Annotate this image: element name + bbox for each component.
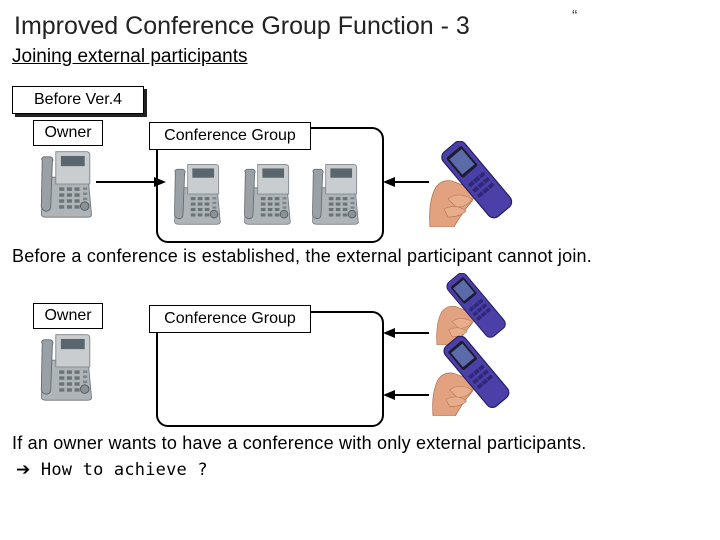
arrow-left-icon: [383, 176, 429, 188]
caption-before-version: Before a conference is established, the …: [12, 246, 702, 267]
desk-phone-icon: [238, 163, 296, 225]
arrow-left-icon: [383, 327, 429, 339]
owner-label-1: Owner: [33, 120, 103, 146]
arrow-left-icon: [383, 389, 429, 401]
question-text: How to achieve ?: [41, 460, 208, 480]
slide-title: Improved Conference Group Function - 3: [14, 12, 470, 41]
desk-phone-icon: [34, 150, 98, 218]
mobile-phone-icon: [428, 273, 518, 345]
mobile-phone-icon: [428, 141, 518, 227]
caption-owner-external: If an owner wants to have a conference w…: [12, 433, 717, 454]
desk-phone-icon: [168, 163, 226, 225]
desk-phone-icon: [34, 333, 98, 401]
conference-group-label-1: Conference Group: [149, 122, 311, 150]
owner-label-2: Owner: [33, 303, 103, 329]
slide-subtitle: Joining external participants: [12, 46, 248, 68]
conference-group-label-2: Conference Group: [149, 305, 311, 333]
quote-mark: “: [572, 8, 577, 26]
arrow-right-icon: ➔: [16, 460, 30, 480]
question-line: ➔ How to achieve ?: [16, 460, 208, 481]
mobile-phone-icon: [428, 336, 518, 416]
desk-phone-icon: [306, 163, 364, 225]
before-version-badge: Before Ver.4: [12, 86, 144, 114]
arrow-right-icon: [96, 176, 166, 188]
